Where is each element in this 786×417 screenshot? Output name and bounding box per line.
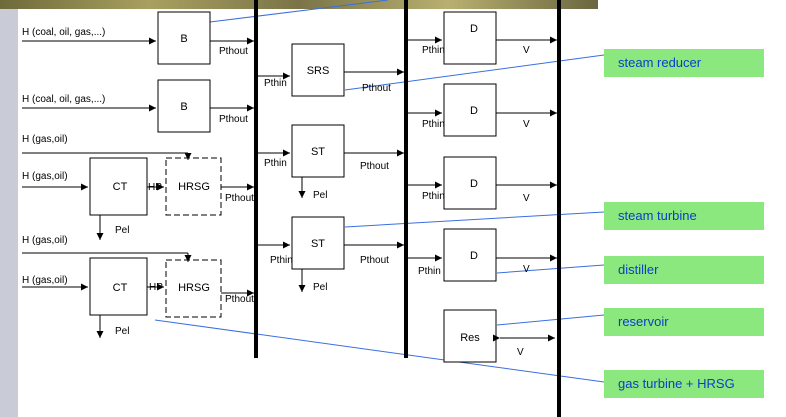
- input-label-gas-1: H (gas,oil): [22, 134, 68, 145]
- hrsg-label-1: HRSG: [178, 181, 210, 193]
- st-label-2: ST: [311, 238, 325, 250]
- input-label-gas-4: H (gas,oil): [22, 275, 68, 286]
- ct-label-2: CT: [113, 282, 128, 294]
- pthout-label: Pthout: [360, 161, 389, 172]
- pel-label: Pel: [313, 282, 327, 293]
- srs-label: SRS: [307, 65, 330, 77]
- hrsg-label-2: HRSG: [178, 282, 210, 294]
- pthout-label: Pthout: [362, 83, 391, 94]
- callout-reservoir: reservoir: [604, 308, 764, 336]
- pthin-label: Pthin: [264, 158, 287, 169]
- input-label-coal-1: H (coal, oil, gas,...): [22, 27, 105, 38]
- pel-label: Pel: [115, 326, 129, 337]
- ct-label-1: CT: [113, 181, 128, 193]
- reservoir-label: Res: [460, 332, 480, 344]
- input-label-gas-3: H (gas,oil): [22, 235, 68, 246]
- pthin-label: Pthin: [270, 255, 293, 266]
- input-label-gas-2: H (gas,oil): [22, 171, 68, 182]
- pthout-label: Pthout: [360, 255, 389, 266]
- distiller-block-1: [444, 12, 496, 64]
- v-label: V: [523, 193, 530, 204]
- distiller-label-3: D: [470, 178, 478, 190]
- pthin-label: Pthin: [422, 45, 445, 56]
- pel-label: Pel: [313, 190, 327, 201]
- boiler-label-1: B: [180, 33, 187, 45]
- hp-label: HP: [148, 182, 162, 193]
- st-label-1: ST: [311, 146, 325, 158]
- distiller-label-4: D: [470, 250, 478, 262]
- pel-label: Pel: [115, 225, 129, 236]
- callout-gas-turbine-hrsg: gas turbine + HRSG: [604, 370, 764, 398]
- pthin-label: Pthin: [422, 119, 445, 130]
- pthin-label: Pthin: [422, 191, 445, 202]
- pthout-label: Pthout: [219, 46, 248, 57]
- pthin-label: Pthin: [264, 78, 287, 89]
- pthout-label: Pthout: [219, 114, 248, 125]
- distiller-label-1: D: [470, 23, 478, 35]
- callout-steam-turbine: steam turbine: [604, 202, 764, 230]
- pthin-label: Pthin: [418, 266, 441, 277]
- v-label: V: [523, 119, 530, 130]
- pthout-label: Pthout: [225, 294, 254, 305]
- v-label: V: [523, 45, 530, 56]
- leader-lines: [155, 0, 604, 382]
- input-label-coal-2: H (coal, oil, gas,...): [22, 94, 105, 105]
- pthout-label: Pthout: [225, 193, 254, 204]
- callout-distiller: distiller: [604, 256, 764, 284]
- distiller-label-2: D: [470, 105, 478, 117]
- v-label: V: [517, 347, 524, 358]
- hp-label: HP: [149, 282, 163, 293]
- callout-steam-reducer: steam reducer: [604, 49, 764, 77]
- boiler-label-2: B: [180, 101, 187, 113]
- v-label: V: [523, 264, 530, 275]
